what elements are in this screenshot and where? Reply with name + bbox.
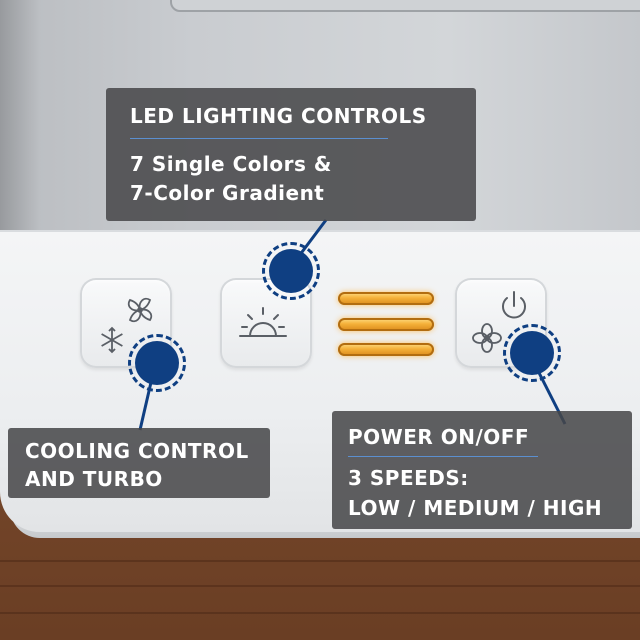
led-indicator-bar [338, 292, 434, 305]
cooling-hotspot[interactable] [135, 341, 179, 385]
power-icon [502, 291, 526, 319]
sunrise-icon [239, 307, 287, 337]
callout-divider [348, 456, 538, 457]
fan-icon [472, 323, 502, 353]
callout-title: LED LIGHTING CONTROLS [130, 104, 427, 128]
callout-divider [130, 138, 388, 139]
led-indicator-bar [338, 343, 434, 356]
cooling-control-callout: COOLING CONTROL AND TURBO [8, 428, 270, 498]
led-controls-callout: LED LIGHTING CONTROLS 7 Single Colors & … [106, 88, 476, 221]
callout-description: 3 SPEEDS: LOW / MEDIUM / HIGH [348, 466, 603, 520]
wood-grain [0, 560, 640, 562]
cooling-hotspot-ring [128, 334, 186, 392]
power-hotspot[interactable] [510, 331, 554, 375]
callout-title: COOLING CONTROL AND TURBO [25, 439, 249, 491]
callout-title: POWER ON/OFF [348, 425, 530, 449]
led-indicator-bar [338, 318, 434, 331]
led-hotspot[interactable] [269, 249, 313, 293]
snowflake-icon [101, 326, 123, 354]
lid-edge [170, 0, 640, 12]
power-callout: POWER ON/OFF 3 SPEEDS: LOW / MEDIUM / HI… [332, 411, 632, 529]
fan-icon [127, 297, 153, 323]
power-hotspot-ring [503, 324, 561, 382]
cooling-turbo-button[interactable] [80, 278, 172, 368]
led-hotspot-ring [262, 242, 320, 300]
wood-grain [0, 612, 640, 614]
wood-grain [0, 585, 640, 587]
callout-description: 7 Single Colors & 7-Color Gradient [130, 152, 332, 205]
